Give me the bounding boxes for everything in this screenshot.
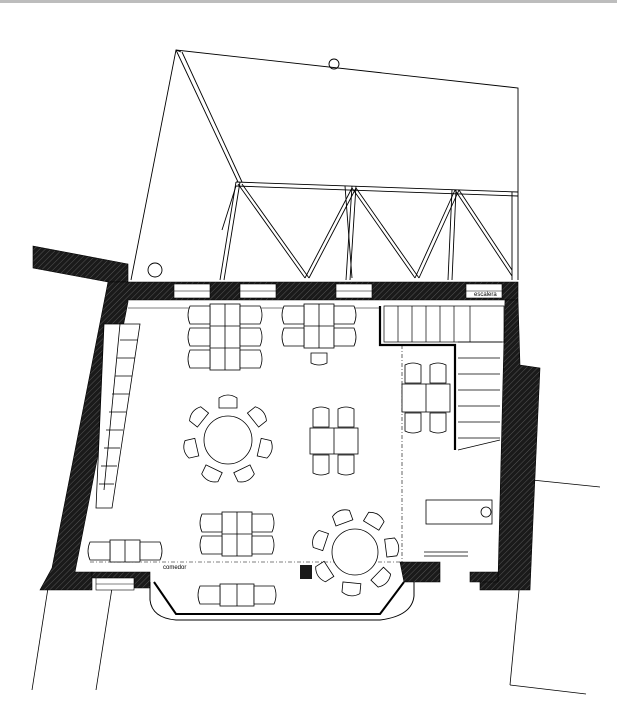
staircase — [378, 305, 505, 451]
chair — [337, 454, 355, 476]
chair — [187, 349, 211, 369]
service-counter — [424, 499, 493, 557]
bay-window — [149, 581, 415, 621]
chair — [139, 541, 163, 561]
chair — [201, 464, 223, 483]
chair — [197, 585, 221, 605]
chair — [246, 406, 267, 428]
terrace-column — [147, 262, 163, 278]
chair — [337, 406, 355, 428]
chair — [251, 513, 275, 533]
chair — [281, 305, 305, 325]
chair — [218, 394, 238, 409]
chair — [87, 541, 111, 561]
round-table — [331, 528, 379, 576]
chair — [404, 412, 422, 434]
chair — [312, 406, 330, 428]
north-windows — [173, 283, 503, 299]
round-table — [203, 415, 253, 465]
chair — [333, 327, 357, 347]
chair — [370, 566, 392, 588]
terrace-column — [328, 58, 340, 70]
walls — [32, 245, 541, 591]
chair — [187, 327, 211, 347]
west-bench — [95, 323, 141, 509]
chair — [341, 581, 362, 597]
chair — [253, 585, 277, 605]
chair — [233, 464, 255, 483]
top-border-line — [0, 0, 617, 3]
chair — [251, 535, 275, 555]
terrace-structure — [130, 49, 519, 281]
chair — [189, 406, 210, 428]
room-label-comedor: comedor — [163, 565, 187, 571]
chair — [199, 535, 223, 555]
chair — [429, 412, 447, 434]
chair — [312, 454, 330, 476]
exterior-lines — [31, 479, 601, 695]
column-square — [300, 565, 312, 579]
chair — [239, 327, 263, 347]
chair — [404, 362, 422, 384]
chair — [315, 560, 335, 583]
chair — [332, 509, 354, 527]
chair — [310, 352, 328, 366]
chair — [333, 305, 357, 325]
furniture — [87, 303, 451, 607]
chair — [239, 305, 263, 325]
chair — [183, 437, 200, 459]
chair — [187, 305, 211, 325]
chair — [384, 537, 400, 558]
chair — [429, 362, 447, 384]
chair — [199, 513, 223, 533]
chair — [312, 529, 329, 552]
room-label-escalera: escalera — [474, 292, 497, 298]
chair — [239, 349, 263, 369]
chair — [256, 437, 273, 459]
chair — [281, 327, 305, 347]
chair — [362, 511, 385, 531]
